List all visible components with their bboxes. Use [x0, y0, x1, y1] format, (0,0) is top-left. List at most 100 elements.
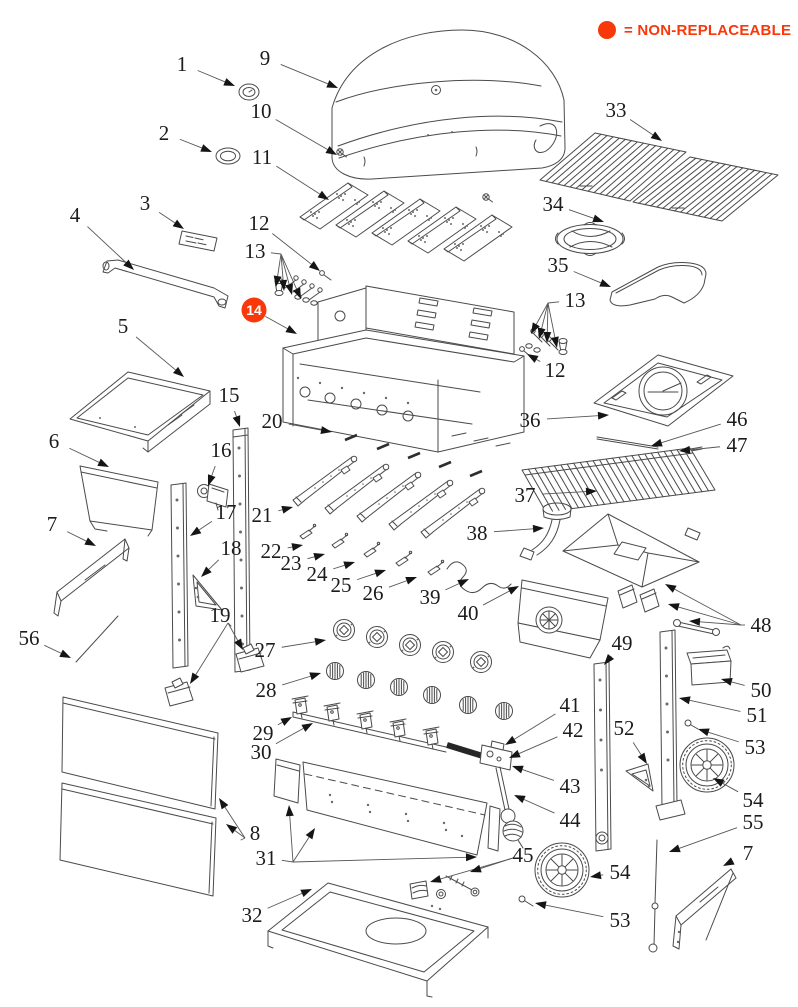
callout-label: 46 [727, 407, 748, 431]
highlight-circle [241, 297, 267, 323]
callout-13: 13 [531, 288, 586, 348]
callout-label: 8 [250, 821, 261, 845]
part-33-cooking-grates [539, 132, 779, 222]
callout-label: 7 [743, 841, 754, 865]
part-7-left-bracket [53, 538, 130, 617]
callout-31: 31 [256, 805, 477, 870]
callout-label: 53 [610, 908, 631, 932]
callout-28: 28 [256, 672, 321, 702]
callout-30: 30 [251, 723, 313, 764]
part-13-fasteners-right [519, 328, 568, 357]
callout-label: 44 [560, 808, 582, 832]
callout-54: 54 [713, 778, 764, 812]
callout-47: 47 [679, 433, 748, 457]
callout-22: 22 [261, 539, 303, 563]
callout-label: 26 [363, 581, 384, 605]
callout-29: 29 [253, 717, 292, 745]
callout-label: 9 [260, 46, 271, 70]
part-29-30-manifold-valves [291, 695, 447, 753]
callout-48: 48 [665, 584, 772, 637]
callout-53: 53 [535, 901, 631, 932]
callout-label: 43 [560, 774, 581, 798]
part-4-lid-handle [102, 259, 229, 309]
callout-5: 5 [118, 314, 184, 377]
part-48-drip-pan-group [562, 513, 720, 636]
callout-26: 26 [363, 577, 417, 605]
part-2-bezel-ring [215, 147, 241, 165]
part-14-firebox [282, 285, 525, 453]
part-45-axle-parts [409, 875, 480, 900]
callout-label: 34 [543, 192, 565, 216]
legend-text: = NON-REPLACEABLE [624, 21, 792, 39]
callout-label: 41 [560, 693, 581, 717]
callout-38: 38 [467, 521, 544, 545]
callout-2: 2 [159, 121, 212, 152]
callout-12: 12 [527, 354, 566, 382]
callout-label: 11 [252, 145, 272, 169]
callout-15: 15 [219, 383, 241, 427]
part-3-logo-plate [178, 230, 218, 252]
part-51-leg [655, 629, 686, 821]
callout-label: 35 [548, 253, 569, 277]
callout-label: 7 [47, 512, 58, 536]
callout-label: 22 [261, 539, 282, 563]
part-36-side-burner-frame [593, 354, 734, 427]
callout-label: 28 [256, 678, 277, 702]
callout-6: 6 [49, 429, 109, 467]
legend: = NON-REPLACEABLE [598, 21, 791, 39]
callout-label: 32 [242, 903, 263, 927]
part-55-matchstick-rod [648, 839, 659, 953]
callout-label: 13 [565, 288, 586, 312]
callout-34: 34 [543, 192, 604, 223]
part-39-igniter-wire [446, 561, 512, 594]
callout-36: 36 [520, 408, 609, 432]
part-20-mount-dashes [344, 433, 483, 478]
callout-label: 3 [140, 191, 151, 215]
hatch-lines-layer [527, 133, 773, 512]
callout-53: 53 [698, 728, 766, 759]
callout-label: 18 [221, 536, 242, 560]
part-21-burners [292, 455, 486, 539]
callout-label: 21 [252, 503, 273, 527]
callout-label: 49 [612, 631, 633, 655]
part-17-leg [170, 482, 189, 669]
callout-18: 18 [201, 536, 242, 577]
callout-label: 2 [159, 121, 170, 145]
callout-55: 55 [669, 810, 764, 853]
callout-45: 45 [430, 843, 534, 883]
part-35-griddle [609, 262, 707, 307]
callout-label: 29 [253, 721, 274, 745]
part-41-44-regulator-hose [446, 740, 524, 849]
callout-label: 20 [262, 409, 283, 433]
callout-label: 30 [251, 740, 272, 764]
callout-24: 24 [307, 561, 355, 586]
callout-label: 53 [745, 735, 766, 759]
part-9-lid [331, 29, 566, 180]
callout-51: 51 [679, 696, 768, 727]
part-34-trivet [555, 222, 625, 256]
part-40-tray-bracket [517, 579, 609, 659]
part-5-side-shelf [69, 371, 211, 453]
callout-32: 32 [242, 889, 312, 927]
callout-33: 33 [606, 98, 662, 141]
callout-label: 39 [420, 585, 441, 609]
callout-label: 55 [743, 810, 764, 834]
callout-10: 10 [251, 99, 337, 155]
callout-label: 5 [118, 314, 129, 338]
callout-label: 36 [520, 408, 541, 432]
callout-label: 4 [70, 203, 81, 227]
part-32-bottom-shelf [267, 882, 489, 998]
callout-label: 47 [727, 433, 748, 457]
part-31-control-panel [273, 758, 501, 856]
callout-7: 7 [47, 512, 96, 546]
callout-3: 3 [140, 191, 184, 229]
part-56-support-rod [75, 615, 119, 663]
callout-label: 40 [458, 601, 479, 625]
part-16-valve-fitting [197, 483, 229, 511]
callout-label: 19 [210, 603, 231, 627]
callout-label: 38 [467, 521, 488, 545]
callout-54: 54 [590, 860, 631, 884]
callout-16: 16 [207, 438, 232, 486]
callout-label: 33 [606, 98, 627, 122]
callout-label: 25 [331, 573, 352, 597]
